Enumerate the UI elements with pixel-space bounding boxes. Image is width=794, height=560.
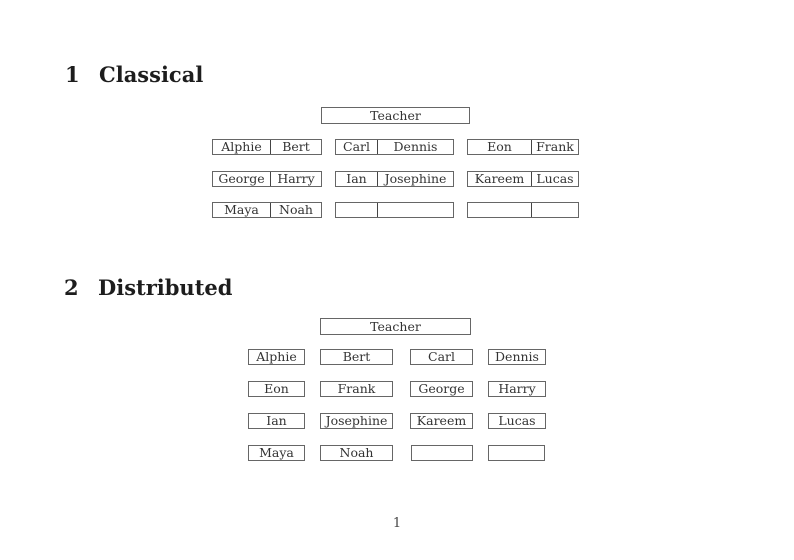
seat: Dennis [393, 140, 438, 154]
section-heading-classical: 1 Classical [65, 62, 203, 88]
desk: Bert [320, 349, 393, 365]
seat-empty [378, 203, 453, 217]
seat-empty [532, 203, 578, 217]
seat: Carl [336, 140, 378, 154]
desk: Alphie [248, 349, 305, 365]
desk: Lucas [488, 413, 546, 429]
desk [467, 202, 579, 218]
desk [335, 202, 454, 218]
desk-empty [488, 445, 545, 461]
desk: Dennis [488, 349, 546, 365]
teacher-box: Teacher [321, 107, 470, 124]
desk: Ian Josephine [335, 171, 454, 187]
section-title: Distributed [98, 275, 233, 300]
desk-empty [411, 445, 473, 461]
desk: Alphie Bert [212, 139, 322, 155]
desk: Maya [248, 445, 305, 461]
desk: Carl Dennis [335, 139, 454, 155]
section-number: 1 [65, 62, 80, 87]
section-heading-distributed: 2 Distributed [64, 275, 232, 301]
seat: Frank [536, 140, 574, 154]
desk: Maya Noah [212, 202, 322, 218]
desk: Noah [320, 445, 393, 461]
desk: Josephine [320, 413, 393, 429]
desk: Carl [410, 349, 473, 365]
seat: Josephine [384, 172, 447, 186]
teacher-box: Teacher [320, 318, 471, 335]
desk: Eon Frank [467, 139, 579, 155]
desk: George [410, 381, 473, 397]
desk: Kareem [410, 413, 473, 429]
seat: Ian [336, 172, 378, 186]
seat: Alphie [213, 140, 271, 154]
seat: Lucas [536, 172, 574, 186]
seat-empty [336, 203, 378, 217]
desk: Harry [488, 381, 546, 397]
seat-empty [468, 203, 532, 217]
section-title: Classical [99, 62, 204, 87]
seat: Harry [277, 172, 315, 186]
seat: Noah [279, 203, 313, 217]
seat: Maya [213, 203, 271, 217]
section-number: 2 [64, 275, 79, 300]
desk: Kareem Lucas [467, 171, 579, 187]
desk: Eon [248, 381, 305, 397]
seat: Kareem [468, 172, 532, 186]
seat: George [213, 172, 271, 186]
desk: Ian [248, 413, 305, 429]
seat: Eon [468, 140, 532, 154]
desk: George Harry [212, 171, 322, 187]
page-number: 1 [392, 516, 402, 531]
seat: Bert [282, 140, 310, 154]
desk: Frank [320, 381, 393, 397]
